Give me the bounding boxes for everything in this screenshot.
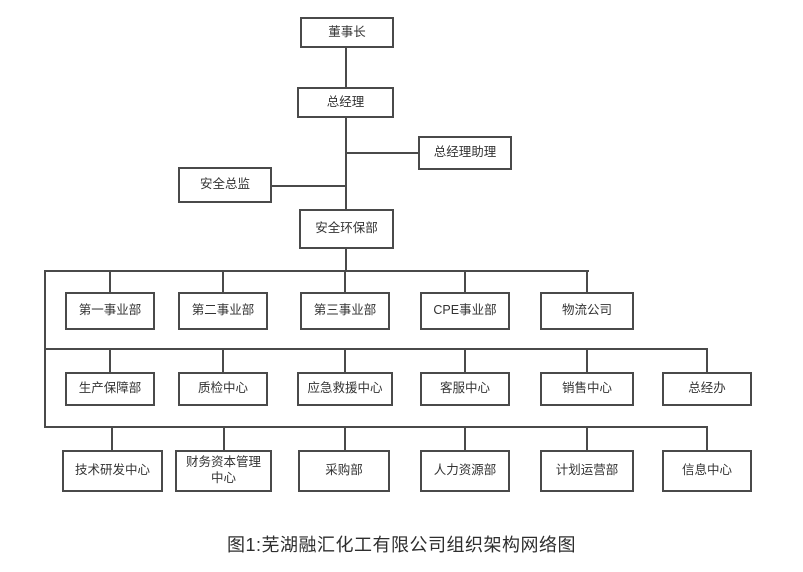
drop-row2-4 <box>464 348 466 372</box>
drop-row3-4 <box>464 426 466 450</box>
drop-row2-5 <box>586 348 588 372</box>
drop-row2-6 <box>706 348 708 372</box>
node-hr-dept: 人力资源部 <box>420 450 510 492</box>
drop-row1-3 <box>344 270 346 292</box>
node-division-1: 第一事业部 <box>65 292 155 330</box>
node-tech-rd-center: 技术研发中心 <box>62 450 163 492</box>
connector-env-to-bus1 <box>345 249 347 270</box>
node-gm-assistant: 总经理助理 <box>418 136 512 170</box>
node-logistics-company: 物流公司 <box>540 292 634 330</box>
bus2-line <box>44 348 708 350</box>
node-information-center: 信息中心 <box>662 450 752 492</box>
node-chairman: 董事长 <box>300 17 394 48</box>
node-emergency-rescue-center: 应急救援中心 <box>297 372 393 406</box>
drop-row3-2 <box>223 426 225 450</box>
drop-row2-2 <box>222 348 224 372</box>
node-customer-service-center: 客服中心 <box>420 372 510 406</box>
node-gm-office: 总经办 <box>662 372 752 406</box>
node-procurement-dept: 采购部 <box>298 450 390 492</box>
figure-caption: 图1:芜湖融汇化工有限公司组织架构网络图 <box>226 535 576 555</box>
bus3-line <box>44 426 708 428</box>
drop-row2-3 <box>344 348 346 372</box>
node-finance-capital-center: 财务资本管理中心 <box>175 450 272 492</box>
drop-row2-1 <box>109 348 111 372</box>
node-division-2: 第二事业部 <box>178 292 268 330</box>
connector-trunk <box>345 118 347 209</box>
drop-row3-1 <box>111 426 113 450</box>
node-safety-environment-dept: 安全环保部 <box>299 209 394 249</box>
bus1-line <box>44 270 589 272</box>
connector-chairman-gm <box>345 48 347 87</box>
connector-safety-director <box>272 185 346 187</box>
node-production-support-dept: 生产保障部 <box>65 372 155 406</box>
node-safety-director: 安全总监 <box>178 167 272 203</box>
node-planning-operations-dept: 计划运营部 <box>540 450 634 492</box>
node-division-3: 第三事业部 <box>300 292 390 330</box>
drop-row1-5 <box>586 270 588 292</box>
drop-row1-4 <box>464 270 466 292</box>
drop-row3-5 <box>586 426 588 450</box>
node-general-manager: 总经理 <box>297 87 394 118</box>
drop-row3-6 <box>706 426 708 450</box>
drop-row1-2 <box>222 270 224 292</box>
node-quality-inspection-center: 质检中心 <box>178 372 268 406</box>
connector-gm-assistant <box>346 152 418 154</box>
drop-row1-1 <box>109 270 111 292</box>
node-cpe-division: CPE事业部 <box>420 292 510 330</box>
drop-row3-3 <box>344 426 346 450</box>
node-sales-center: 销售中心 <box>540 372 634 406</box>
